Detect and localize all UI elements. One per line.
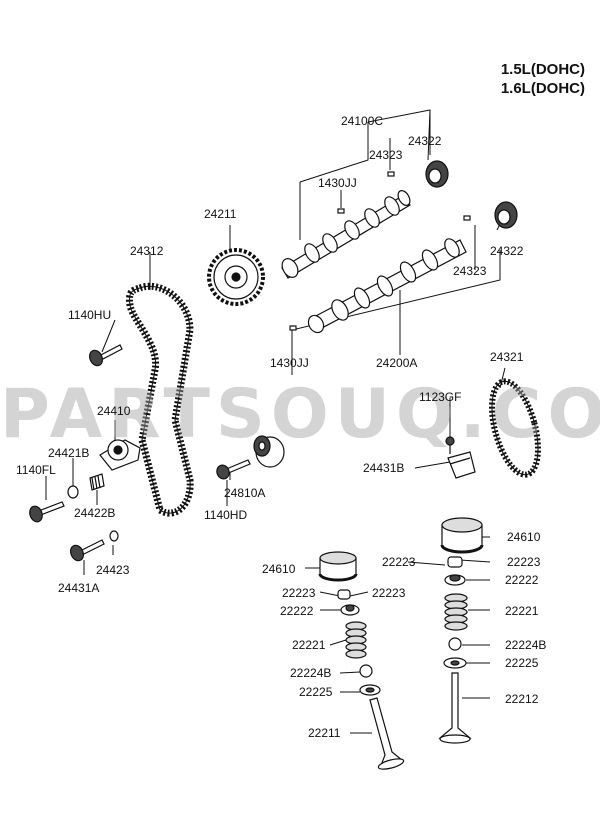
part-label: 24423 (96, 563, 130, 577)
part-label: 24321 (490, 350, 524, 364)
leader-24321 (499, 367, 506, 389)
leader-22221-left (329, 639, 347, 646)
part-label: 22223 (282, 586, 316, 600)
part-label: 24410 (97, 404, 131, 418)
bolt-24431a (69, 539, 105, 562)
spring-seat-right (443, 657, 467, 669)
oil-seal-upper (425, 160, 449, 188)
leader-1140hu (101, 319, 116, 353)
bracket-24431b (447, 451, 476, 479)
part-label: 22225 (299, 685, 333, 699)
stem-seal-left (359, 664, 373, 678)
tensioner (99, 439, 141, 471)
part-label: 24211 (204, 207, 237, 221)
part-label: 22212 (505, 692, 539, 706)
leader-22223-r (459, 559, 491, 563)
bolt-1140fl (29, 501, 65, 523)
bolt-1140hu (88, 344, 123, 367)
part-label: 22224B (290, 666, 332, 680)
retainer-left (340, 604, 360, 616)
part-label: 1140FL (16, 463, 56, 477)
engine-label-2: 1.6L(DOHC) (500, 80, 585, 97)
spring-seat-left (359, 684, 381, 696)
part-label: 22223 (382, 555, 416, 569)
bolt-1123gf (445, 436, 455, 454)
part-label: 1430JJ (270, 356, 309, 370)
part-label: 24200A (376, 356, 418, 370)
balance-belt (489, 378, 541, 478)
part-label: 24810A (224, 486, 266, 500)
idler-24810a (253, 435, 285, 468)
part-label: 22211 (308, 726, 341, 740)
upper-camshaft (281, 190, 411, 279)
part-label: 24323 (369, 148, 403, 162)
valve-exhaust (438, 672, 472, 744)
part-label: 22223 (507, 555, 541, 569)
part-label: 22221 (505, 604, 539, 618)
part-label: 24610 (262, 562, 296, 576)
part-label: 24323 (453, 264, 487, 278)
washer-24423 (109, 530, 119, 542)
tappet-24610-right (440, 517, 484, 554)
part-label: 22221 (292, 638, 326, 652)
part-label: 22223 (372, 586, 406, 600)
leader-24200a-left (291, 250, 501, 375)
part-label: 22225 (505, 656, 539, 670)
engine-label-1: 1.5L(DOHC) (500, 61, 585, 78)
tappet-24610-left (318, 551, 358, 582)
keepers-right (447, 556, 463, 568)
cam-sprocket (207, 248, 265, 306)
leader-22223-left (319, 591, 369, 597)
stem-seal-right (448, 637, 462, 651)
valve-intake (369, 697, 405, 770)
part-label: 22222 (280, 604, 314, 618)
leader-24431b (414, 461, 451, 469)
lower-camshaft (307, 238, 467, 334)
part-label: 24431B (363, 461, 405, 475)
bolt-1140hd (216, 459, 251, 480)
oil-seal-right (494, 201, 518, 229)
spring-left (345, 621, 367, 659)
keepers-left (337, 589, 351, 600)
part-label: 24610 (507, 530, 541, 544)
timing-belt (126, 282, 194, 517)
spring-right (444, 593, 468, 631)
leader-22224b-left (339, 671, 361, 674)
spring-24422b (89, 473, 105, 491)
part-label: 22222 (505, 573, 539, 587)
part-label: 1123GF (419, 390, 462, 404)
part-label: 1140HD (204, 508, 248, 522)
leader-24100c (367, 109, 431, 161)
retainer-right (444, 574, 466, 586)
part-label: 1430JJ (318, 176, 357, 190)
part-label: 24322 (408, 134, 442, 148)
leader-22223-l (407, 561, 446, 566)
washer-24421b (67, 485, 79, 499)
part-label: 22224B (505, 638, 547, 652)
part-label: 24431A (58, 581, 100, 595)
leader-camshaft-top (299, 122, 369, 240)
part-label: 24422B (74, 506, 116, 520)
part-label: 24100C (341, 114, 384, 128)
part-label: 24421B (48, 446, 90, 460)
pins (289, 171, 471, 331)
part-label: 24322 (490, 244, 524, 258)
part-label: 1140HU (68, 308, 112, 322)
part-label: 24312 (130, 244, 164, 258)
